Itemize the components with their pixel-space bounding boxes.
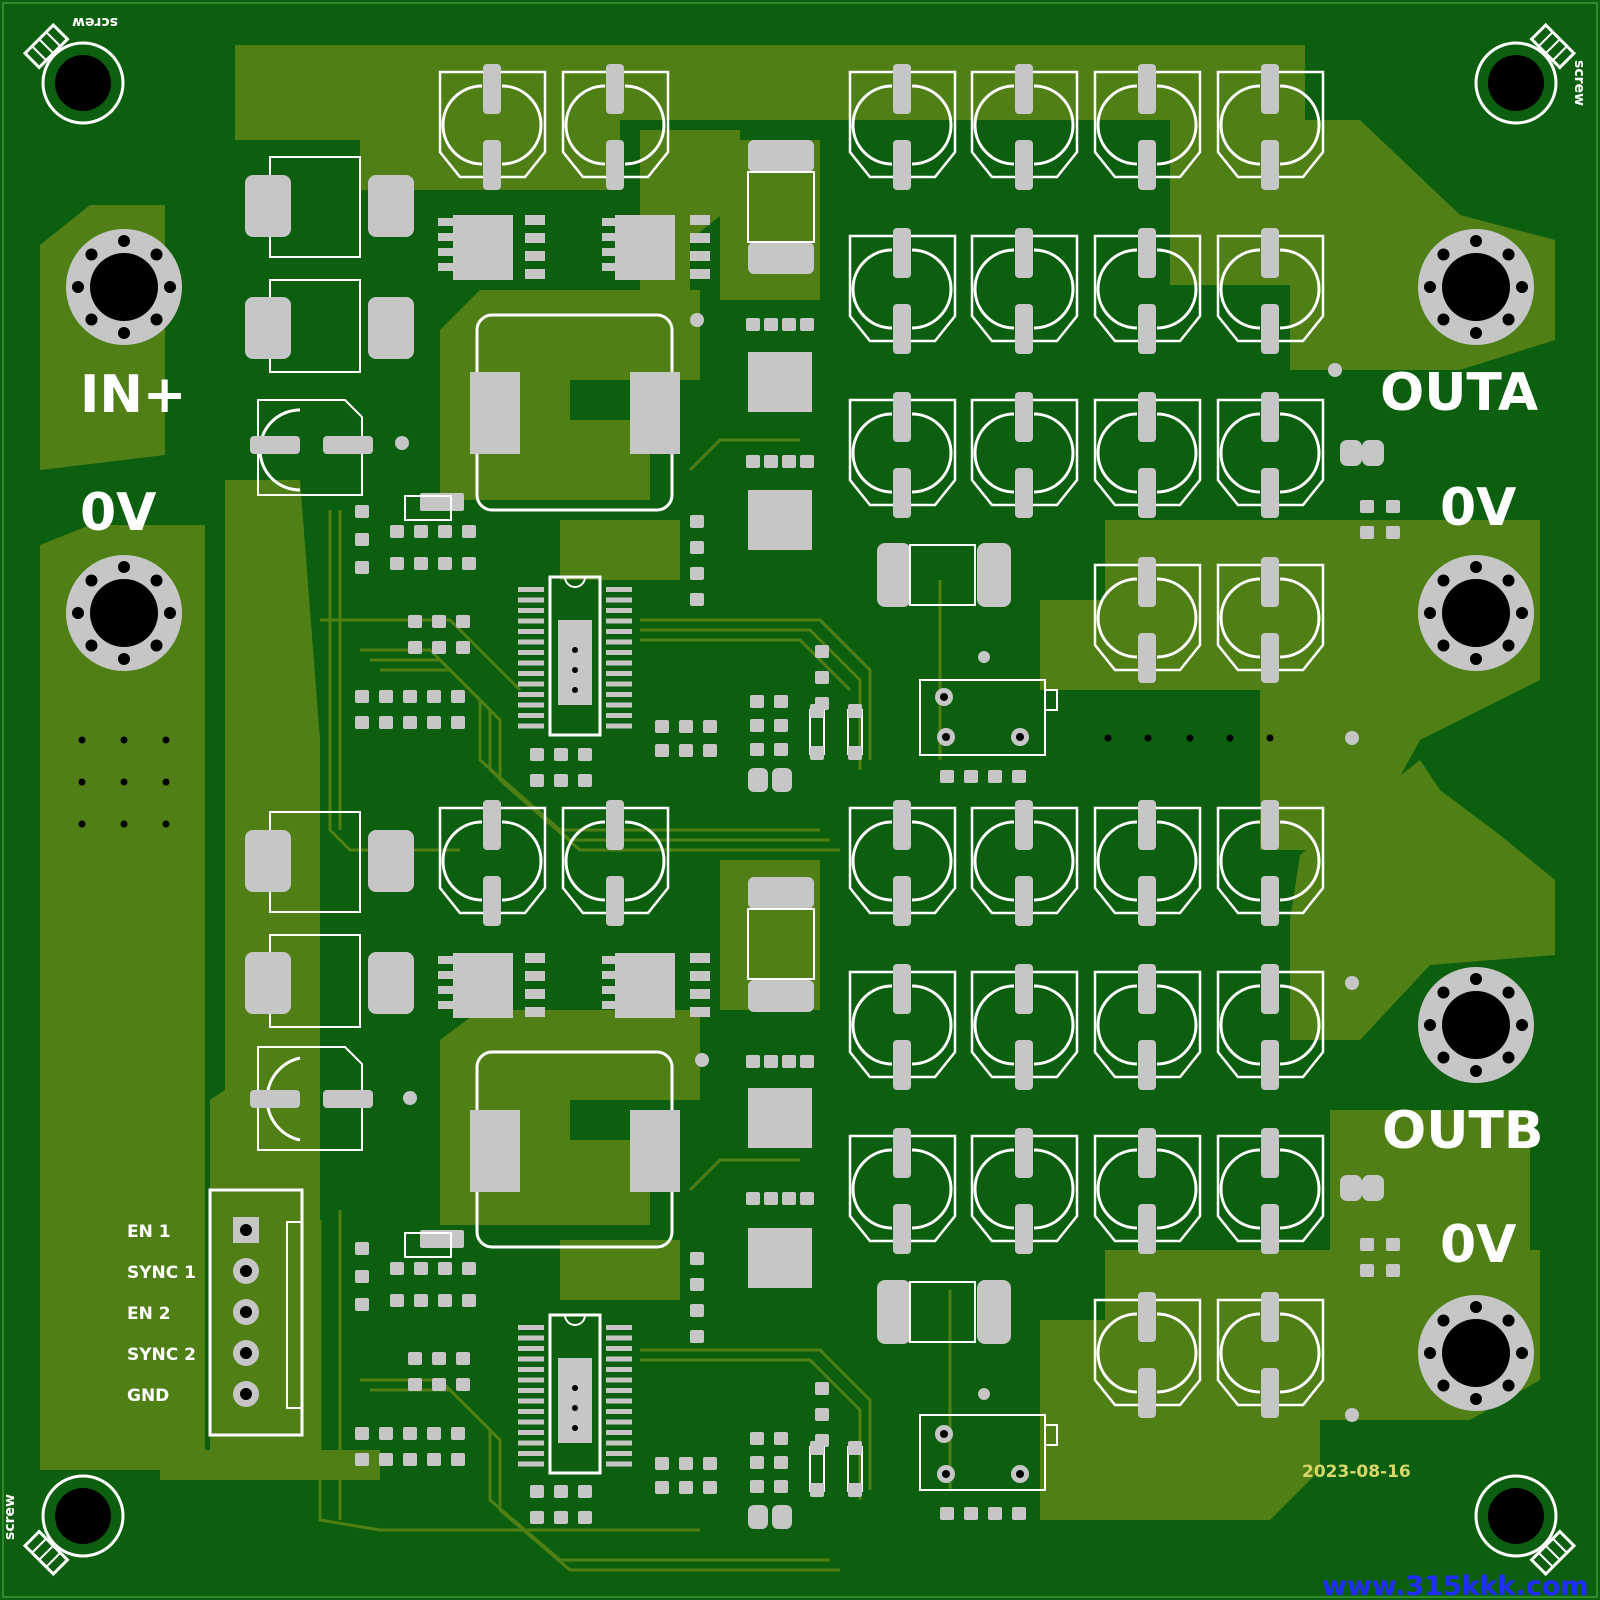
capacitor-footprint — [848, 1128, 957, 1254]
capacitor-footprint — [1216, 800, 1325, 926]
power-terminal-hole — [1418, 1295, 1534, 1411]
date-code: 2023-08-16 — [1302, 1462, 1411, 1482]
capacitor-footprint — [970, 392, 1079, 518]
screw-hole — [22, 22, 125, 125]
connector-pin-label-1: EN 1 — [127, 1222, 171, 1242]
capacitor-footprint — [438, 64, 547, 190]
capacitor-footprint — [1093, 228, 1202, 354]
power-terminal-hole — [1418, 555, 1534, 671]
capacitor-footprint — [970, 64, 1079, 190]
input-components — [245, 156, 414, 1151]
screw-hole — [1474, 1474, 1577, 1577]
electrolytic-capacitors — [438, 64, 1325, 1418]
controller-ic-1 — [548, 575, 602, 737]
inductors — [470, 313, 680, 1249]
label-in-plus: IN+ — [80, 365, 186, 425]
label-outb-0v: 0V — [1440, 1215, 1516, 1275]
capacitor-footprint — [1216, 557, 1325, 683]
screw-hole — [22, 1474, 125, 1577]
capacitor-footprint — [1216, 228, 1325, 354]
capacitor-footprint — [1093, 964, 1202, 1090]
screw-label-bottom-left: screw — [2, 1494, 18, 1540]
controller-ic-2 — [548, 1313, 602, 1475]
corner-screws — [22, 22, 1577, 1577]
capacitor-footprint — [848, 392, 957, 518]
label-outa: OUTA — [1380, 363, 1538, 423]
capacitor-footprint — [561, 800, 670, 926]
power-terminals — [66, 229, 1534, 1411]
capacitor-footprint — [848, 228, 957, 354]
capacitor-footprint — [970, 800, 1079, 926]
capacitor-footprint — [970, 228, 1079, 354]
screw-label-top-left: screw — [72, 14, 118, 30]
capacitor-footprint — [1216, 1128, 1325, 1254]
capacitor-footprint — [970, 1128, 1079, 1254]
label-outa-0v: 0V — [1440, 478, 1516, 538]
signal-connector — [208, 1188, 304, 1437]
connector-pin-label-3: EN 2 — [127, 1304, 171, 1324]
capacitor-footprint — [1216, 64, 1325, 190]
capacitor-footprint — [1093, 1292, 1202, 1418]
capacitor-footprint — [848, 800, 957, 926]
power-terminal-hole — [66, 229, 182, 345]
connector-pin-label-2: SYNC 1 — [127, 1263, 196, 1283]
capacitor-footprint — [1093, 64, 1202, 190]
screw-label-top-right: screw — [1571, 60, 1587, 106]
capacitor-footprint — [1216, 1292, 1325, 1418]
power-terminal-hole — [1418, 229, 1534, 345]
capacitor-footprint — [1093, 557, 1202, 683]
capacitor-footprint — [848, 64, 957, 190]
connector-pin-label-4: SYNC 2 — [127, 1345, 196, 1365]
capacitor-footprint — [438, 800, 547, 926]
capacitor-footprint — [1216, 964, 1325, 1090]
capacitor-footprint — [1216, 392, 1325, 518]
power-packages — [438, 140, 1011, 1344]
label-in-0v: 0V — [80, 483, 156, 543]
smd-passives — [78, 313, 1400, 1529]
screw-hole — [1474, 22, 1577, 125]
capacitor-footprint — [970, 964, 1079, 1090]
silkscreen-labels: IN+ 0V OUTA 0V OUTB 0V EN 1 SYNC 1 EN 2 … — [2, 14, 1587, 1540]
power-terminal-hole — [66, 555, 182, 671]
capacitor-footprint — [1093, 800, 1202, 926]
package-outlines — [747, 171, 1058, 1491]
label-outb: OUTB — [1382, 1101, 1544, 1161]
watermark: www.315kkk.com — [1322, 1571, 1589, 1600]
capacitor-footprint — [1093, 392, 1202, 518]
connector-pin-label-5: GND — [127, 1386, 169, 1406]
capacitor-footprint — [561, 64, 670, 190]
capacitor-footprint — [848, 964, 957, 1090]
capacitor-footprint — [1093, 1128, 1202, 1254]
controller-ics — [518, 575, 632, 1475]
power-terminal-hole — [1418, 967, 1534, 1083]
